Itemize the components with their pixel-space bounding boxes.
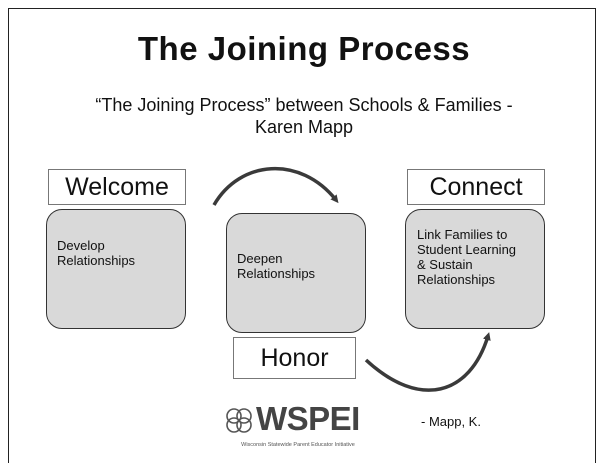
slide-frame (8, 8, 596, 463)
deepen-line-2: Relationships (237, 266, 316, 281)
wspei-logo: WSPEI Wisconsin Statewide Parent Educato… (222, 400, 372, 454)
wspei-logo-icon (226, 408, 252, 433)
link-families-box: Link Families to Student Learning & Sust… (405, 209, 545, 329)
wspei-logo-tagline: Wisconsin Statewide Parent Educator Init… (241, 442, 355, 448)
link-line-4: Relationships (417, 272, 496, 287)
slide-subtitle: “The Joining Process” between Schools & … (95, 95, 513, 137)
welcome-to-deepen-arrow (212, 167, 339, 206)
honor-label: Honor (233, 337, 356, 379)
connect-label: Connect (407, 169, 545, 205)
develop-relationships-box: Develop Relationships (46, 209, 186, 329)
link-line-2: Student Learning (417, 242, 517, 257)
link-line-3: & Sustain (417, 257, 473, 272)
welcome-label: Welcome (48, 169, 186, 205)
link-line-1: Link Families to (417, 227, 508, 242)
develop-line-2: Relationships (57, 253, 136, 268)
deepen-relationships-box: Deepen Relationships (226, 213, 366, 333)
develop-line-1: Develop (57, 238, 105, 253)
deepen-line-1: Deepen (237, 251, 283, 266)
wspei-logo-text: WSPEI (256, 400, 360, 437)
honor-to-connect-arrow (364, 332, 491, 392)
slide-title: The Joining Process (137, 30, 471, 67)
citation: - Mapp, K. (421, 414, 481, 429)
